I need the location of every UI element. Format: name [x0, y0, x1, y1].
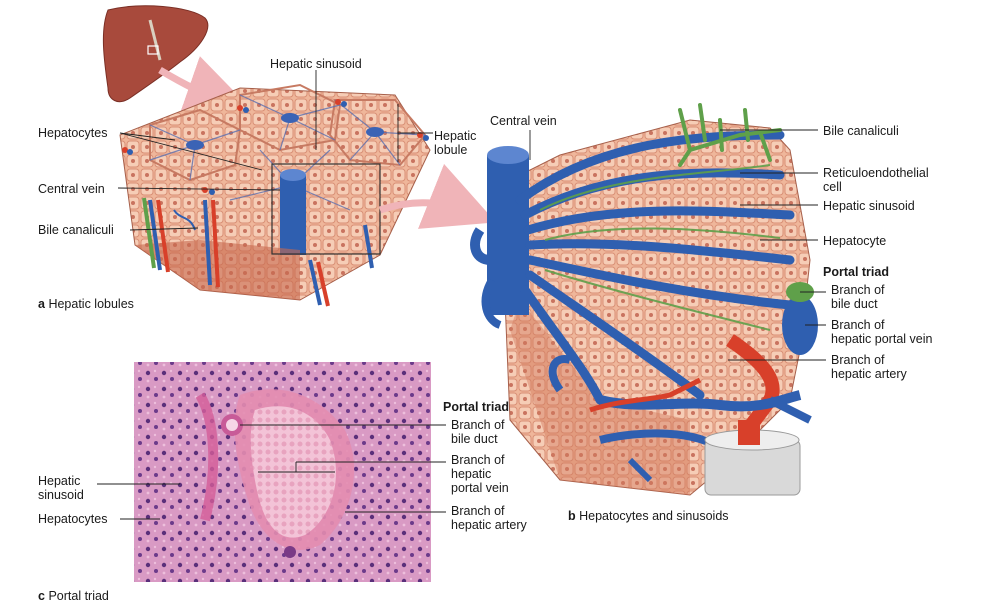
panel-b-artwork — [470, 103, 826, 496]
label-b-bile-duct-line1: Branch of — [831, 283, 885, 297]
label-b-portal-vein-line2: hepatic portal vein — [831, 332, 933, 346]
label-c-sinusoid-line1: Hepatic — [38, 474, 81, 488]
label-b-artery-line1: Branch of — [831, 353, 885, 367]
label-a-central-vein: Central vein — [38, 182, 105, 196]
caption-c-letter: c — [38, 589, 45, 603]
label-b-portal-vein-line1: Branch of — [831, 318, 885, 332]
label-c-hepatocytes: Hepatocytes — [38, 512, 108, 526]
label-c-bile-duct-line2: bile duct — [451, 432, 498, 446]
label-b-portal-triad: Portal triad — [823, 265, 889, 279]
label-a-hepatic-lobule-line1: Hepatic — [434, 129, 477, 143]
label-c-portal-vein-line2: hepatic — [451, 467, 492, 481]
label-b-hepatic-sinusoid: Hepatic sinusoid — [823, 199, 915, 213]
caption-a-text: Hepatic lobules — [48, 297, 134, 311]
label-c-artery-line2: hepatic artery — [451, 518, 527, 532]
label-c-portal-vein-line1: Branch of — [451, 453, 505, 467]
label-b-bile-canaliculi: Bile canaliculi — [823, 124, 899, 138]
label-a-bile-canaliculi: Bile canaliculi — [38, 223, 114, 237]
label-b-central-vein: Central vein — [490, 114, 557, 128]
label-b-bile-duct-line2: bile duct — [831, 297, 878, 311]
label-a-hepatocytes: Hepatocytes — [38, 126, 108, 140]
caption-panel-a: a Hepatic lobules — [38, 297, 134, 311]
label-c-portal-vein-line3: portal vein — [451, 481, 509, 495]
label-c-bile-duct-line1: Branch of — [451, 418, 505, 432]
label-c-artery-line1: Branch of — [451, 504, 505, 518]
caption-b-letter: b — [568, 509, 576, 523]
label-b-reticuloendothelial-line1: Reticuloendothelial — [823, 166, 929, 180]
label-c-portal-triad: Portal triad — [443, 400, 509, 414]
panel-c-micrograph — [97, 362, 446, 582]
caption-panel-b: b Hepatocytes and sinusoids — [568, 509, 729, 523]
caption-b-text: Hepatocytes and sinusoids — [579, 509, 729, 523]
label-c-sinusoid-line2: sinusoid — [38, 488, 84, 502]
caption-c-text: Portal triad — [48, 589, 109, 603]
label-b-reticuloendothelial-line2: cell — [823, 180, 842, 194]
panel-a-artwork — [102, 5, 497, 307]
label-a-hepatic-sinusoid: Hepatic sinusoid — [270, 57, 362, 71]
caption-a-letter: a — [38, 297, 45, 311]
label-b-hepatocyte: Hepatocyte — [823, 234, 887, 248]
label-a-hepatic-lobule-line2: lobule — [434, 143, 468, 157]
label-b-artery-line2: hepatic artery — [831, 367, 907, 381]
caption-panel-c: c Portal triad — [38, 589, 109, 603]
